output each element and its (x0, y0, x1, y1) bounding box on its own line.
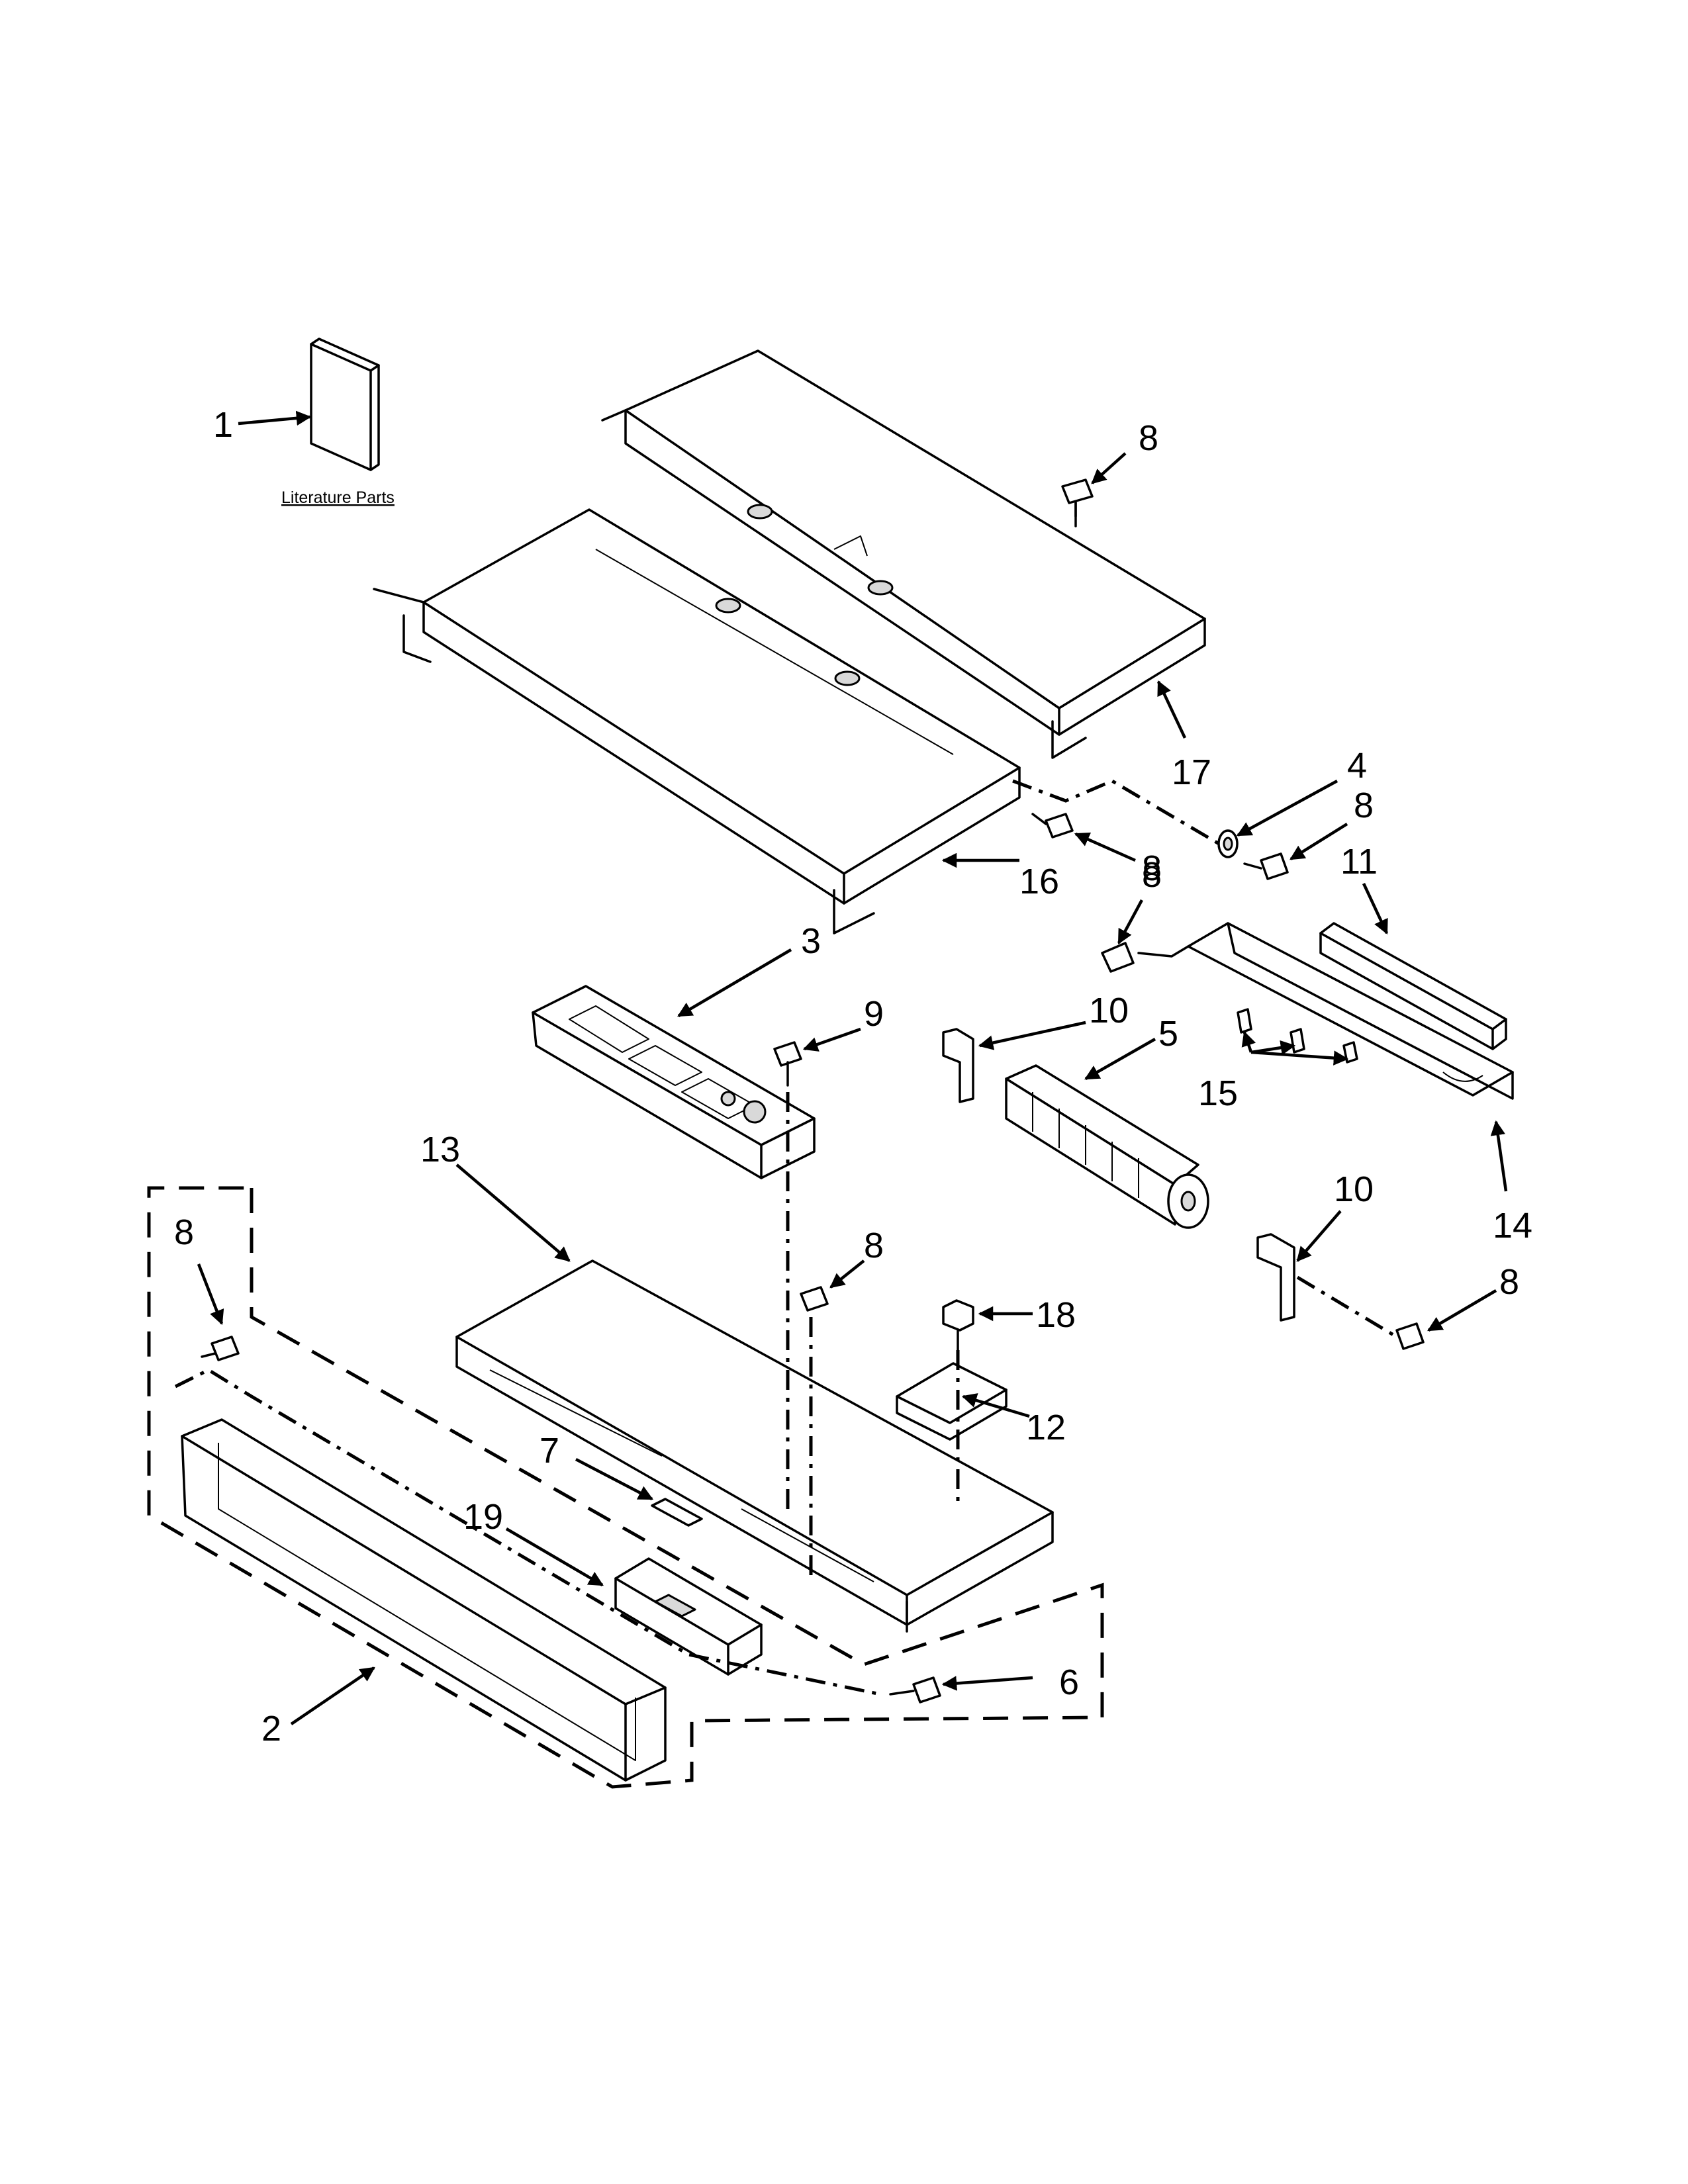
assembly-line-trim (174, 1368, 881, 1696)
display-board (614, 1557, 763, 1676)
callout-8g: 8 (174, 1212, 194, 1252)
callout-12: 12 (1026, 1408, 1066, 1447)
callout-4: 4 (1347, 746, 1367, 786)
bracket (1187, 922, 1514, 1100)
callout-19-arrow (505, 1527, 604, 1586)
screw-8-base (800, 1286, 829, 1312)
callout-8e-arrow (1427, 1289, 1497, 1332)
callout-8e: 8 (1499, 1262, 1519, 1302)
literature-booklet (310, 338, 380, 471)
callout-14-arrow (1490, 1120, 1508, 1192)
callout-8d: 8 (1142, 855, 1162, 895)
callout-14: 14 (1493, 1206, 1532, 1246)
assembly-boundary (147, 1186, 1104, 1789)
washer (1217, 829, 1239, 858)
callout-3-arrow (677, 948, 792, 1017)
upper-panel (601, 349, 1206, 759)
callout-16: 16 (1019, 862, 1059, 901)
control-panel-trim (181, 1418, 667, 1782)
callout-2-arrow (290, 1666, 375, 1725)
callout-17: 17 (1172, 752, 1211, 792)
callout-9: 9 (864, 994, 884, 1034)
terminal-block (896, 1362, 1008, 1441)
screw-8-left (201, 1336, 240, 1361)
screw-6 (889, 1676, 941, 1704)
callout-19: 19 (463, 1497, 503, 1537)
callout-10a: 10 (1089, 991, 1129, 1030)
callout-10a-arrow (978, 1021, 1086, 1050)
fan-bracket-a (942, 1028, 974, 1103)
callout-13-arrow (455, 1163, 571, 1262)
callout-7-arrow (575, 1458, 653, 1500)
callout-15: 15 (1198, 1073, 1238, 1113)
callout-15-arrow-a (1241, 1030, 1256, 1053)
control-board (532, 985, 816, 1179)
screw-8-panel (1031, 813, 1074, 839)
lower-panel (373, 508, 1021, 934)
strip (1319, 922, 1507, 1050)
callout-12-arrow (961, 1393, 1030, 1418)
callout-8g-arrow (197, 1263, 224, 1326)
callout-8c: 8 (1354, 786, 1374, 825)
nut (942, 1299, 974, 1351)
callout-3: 3 (801, 921, 821, 961)
callout-2: 2 (261, 1709, 281, 1749)
screw-9 (773, 1041, 802, 1087)
callout-11-arrow (1362, 883, 1389, 935)
callout-8c-arrow (1289, 823, 1348, 860)
callout-10b: 10 (1334, 1169, 1374, 1209)
callout-8f-arrow (829, 1259, 865, 1289)
fan (1005, 1064, 1209, 1229)
callout-8b: 8 (1142, 848, 1162, 888)
callout-17-arrow (1156, 680, 1187, 739)
callout-4-arrow (1237, 780, 1338, 837)
callout-5-arrow (1084, 1038, 1156, 1080)
screw-8-bracket (1101, 942, 1135, 973)
base-panel (455, 1259, 1054, 1633)
callout-7: 7 (539, 1431, 559, 1471)
callout-9-arrow (802, 1027, 861, 1052)
callout-8b-arrow (1074, 832, 1136, 862)
callout-1: 1 (213, 405, 233, 445)
callout-13: 13 (420, 1130, 460, 1169)
switch (651, 1498, 703, 1527)
callout-8a: 8 (1139, 418, 1158, 458)
callout-15-arrow-c (1250, 1050, 1349, 1066)
assembly-line-washer (1012, 779, 1226, 849)
callout-6: 6 (1059, 1662, 1079, 1702)
bracket-wire (1137, 945, 1190, 958)
callout-8d-arrow (1117, 899, 1143, 944)
screw-8-washer (1243, 852, 1289, 880)
screw-8-top (1061, 478, 1094, 527)
callout-8a-arrow (1091, 452, 1127, 484)
literature-parts-label: Literature Parts (281, 488, 395, 507)
callout-6-arrow (941, 1676, 1033, 1691)
callout-5: 5 (1158, 1014, 1178, 1054)
assembly-line-bracket (1296, 1275, 1398, 1339)
fan-bracket-b (1256, 1233, 1295, 1322)
callout-8f: 8 (864, 1226, 884, 1265)
screw-8-fan (1395, 1322, 1425, 1350)
callout-11: 11 (1340, 842, 1378, 882)
callout-10b-arrow (1296, 1210, 1342, 1262)
callout-1-arrow (238, 410, 312, 426)
callout-18: 18 (1036, 1295, 1076, 1335)
callout-15-arrow-b (1250, 1040, 1296, 1056)
